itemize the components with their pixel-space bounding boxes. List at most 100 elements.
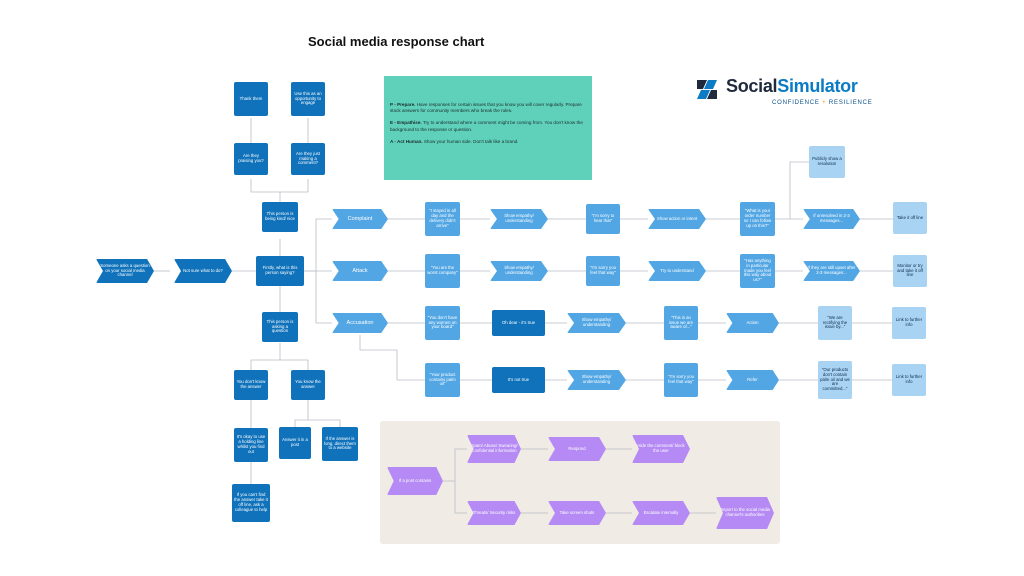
- pea-prepare-label: P - Prepare.: [390, 102, 416, 107]
- praising-node: Are they praising you?: [234, 143, 268, 175]
- palm-oil-step-2-label: It's not true: [507, 376, 530, 382]
- dont-know-label: You don't know the answer: [236, 379, 266, 389]
- complaint-node: Complaint: [332, 209, 388, 229]
- spam-abuse-label: Spam/ Abuse/ Swearing/ Confidential info…: [470, 443, 518, 453]
- complaint-step-7-label: Take it off line: [896, 214, 924, 220]
- asking-question-node: This person is asking a question: [262, 312, 298, 342]
- complaint-step-6: If unresolved in 2-3 messages...: [803, 209, 860, 229]
- complaint-label: Complaint: [347, 215, 373, 222]
- complaint-step-6-label: If unresolved in 2-3 messages...: [813, 213, 850, 223]
- attack-step-2: Show empathy/ understanding: [490, 261, 548, 281]
- accusation-step-3: Show empathy/ understanding: [567, 313, 626, 333]
- thank-them-label: Thank them: [239, 95, 263, 101]
- attack-step-7: Monitor or try and take it off line: [893, 255, 927, 287]
- screenshots-label: Take screen shots: [559, 509, 595, 515]
- escalate-label: Escalate internally: [643, 509, 679, 515]
- palm-oil-step-5: Refer: [726, 370, 779, 390]
- palm-oil-step-3-label: Show empathy/ understanding: [581, 374, 612, 384]
- pea-act-human-label: A - Act Human.: [390, 138, 423, 144]
- accusation-step-7: Link to further info: [892, 307, 926, 339]
- pea-act-human-text: Show your human side. Don't talk like a …: [422, 138, 519, 144]
- know-answer-node: You know the answer: [291, 370, 325, 400]
- holding-line-node: It's okay to use a holding line whilst y…: [234, 428, 268, 462]
- screenshots-node: Take screen shots: [548, 501, 606, 525]
- pea-empathise-label: E - Empathise.: [390, 120, 422, 126]
- tag-plus: +: [822, 100, 827, 106]
- firstly-node: Firstly, what is this person saying?: [256, 256, 304, 286]
- just-comment-node: Are they just making a comment?: [291, 143, 325, 175]
- dont-know-node: You don't know the answer: [234, 370, 268, 400]
- post-contains-node: If a post contains: [387, 467, 443, 495]
- pea-prepare: P - Prepare. Have responses for certain …: [390, 102, 586, 114]
- accusation-label: Accusation: [346, 319, 374, 326]
- attack-step-7-label: Monitor or try and take it off line: [897, 262, 923, 278]
- start-question-node: Someone asks a question on your social m…: [96, 259, 154, 283]
- opportunity-node: Use this as an opportunity to engage: [291, 82, 325, 116]
- complaint-step-4: Show action or intent: [648, 209, 706, 229]
- pea-info-box: P - Prepare. Have responses for certain …: [384, 76, 592, 180]
- accusation-step-1-label: "You don't have any women on your board": [427, 314, 458, 330]
- know-answer-label: You know the answer: [295, 379, 321, 389]
- attack-step-5-label: "Has anything in particular made you fee…: [743, 257, 772, 283]
- attack-step-4: Try to understand: [648, 261, 706, 281]
- long-answer-node: If the answer is long, direct them to a …: [322, 427, 358, 461]
- cant-find-node: If you can't find the answer take it off…: [232, 484, 270, 522]
- attack-step-6-label: If they are still upset after 2-3 messag…: [807, 265, 856, 275]
- being-kind-node: This person is being kind/ nice: [262, 202, 298, 232]
- page-title: Social media response chart: [308, 34, 485, 49]
- being-kind-label: This person is being kind/ nice: [265, 211, 295, 221]
- report-node: Report to the social media channel's aut…: [716, 497, 774, 529]
- thank-them-node: Thank them: [234, 82, 268, 116]
- complaint-step-2-label: Show empathy/ understanding: [504, 213, 534, 223]
- attack-step-2-label: Show empathy/ understanding: [504, 265, 534, 275]
- attack-label: Attack: [352, 267, 368, 274]
- complaint-step-4-label: Show action or intent: [656, 215, 698, 221]
- palm-oil-step-7-label: Link to further info: [895, 374, 923, 384]
- complaint-public-resolution-label: Publicly show a resolution: [812, 156, 842, 166]
- logo-mark-icon: [697, 80, 717, 99]
- accusation-step-7-label: Link to further info: [895, 317, 923, 327]
- threats-label: Threats/ Security risks: [472, 509, 516, 515]
- opportunity-label: Use this as an opportunity to engage: [294, 90, 322, 106]
- firstly-label: Firstly, what is this person saying?: [262, 265, 298, 275]
- social-simulator-logo: SocialSimulator CONFIDENCE + RESILIENCE: [694, 74, 874, 114]
- post-contains-label: If a post contains: [398, 477, 432, 483]
- not-sure-label: Not sure what to do?: [183, 267, 223, 273]
- complaint-step-5-label: "What is your order number so I can foll…: [743, 208, 772, 228]
- attack-step-3-label: "I'm sorry you feel that way": [590, 265, 616, 275]
- spam-abuse-node: Spam/ Abuse/ Swearing/ Confidential info…: [467, 435, 521, 463]
- complaint-step-3-label: "I'm sorry to hear that": [591, 213, 615, 223]
- accusation-step-1: "You don't have any women on your board": [425, 306, 460, 340]
- respond-label: Respond: [568, 445, 586, 451]
- palm-oil-step-4: "I'm sorry you feel that way": [664, 363, 698, 397]
- complaint-step-1: "I stayed in all day and the delivery di…: [425, 202, 460, 236]
- complaint-step-1-label: "I stayed in all day and the delivery di…: [429, 208, 456, 228]
- report-label: Report to the social media channel's aut…: [720, 507, 770, 517]
- accusation-step-4: "This is an issue we are aware of...": [664, 306, 698, 340]
- accusation-step-5: Action: [726, 313, 779, 333]
- praising-label: Are they praising you?: [238, 153, 264, 163]
- just-comment-label: Are they just making a comment?: [296, 150, 320, 166]
- attack-step-4-label: Try to understand: [660, 267, 694, 273]
- long-answer-label: If the answer is long, direct them to a …: [324, 435, 356, 451]
- respond-node: Respond: [548, 437, 606, 461]
- palm-oil-step-3: Show empathy/ understanding: [567, 370, 626, 390]
- not-sure-node: Not sure what to do?: [174, 259, 232, 283]
- palm-oil-step-6-label: "Our products don't contain palm oil and…: [820, 366, 850, 392]
- accusation-node: Accusation: [332, 313, 388, 333]
- attack-step-1-label: "You are the worst company": [427, 265, 458, 275]
- threats-node: Threats/ Security risks: [467, 501, 521, 525]
- start-question-label: Someone asks a question on your social m…: [100, 262, 150, 278]
- attack-step-6: If they are still upset after 2-3 messag…: [803, 261, 860, 281]
- complaint-step-2: Show empathy/ understanding: [490, 209, 548, 229]
- asking-question-label: This person is asking a question: [266, 318, 294, 334]
- logo-word-simulator: Simulator: [777, 76, 858, 96]
- accusation-step-2: Oh dear - it's true: [492, 310, 545, 336]
- accusation-step-6: "We are rectifying the issue by...": [818, 306, 852, 340]
- accusation-step-4-label: "This is an issue we are aware of...": [668, 314, 694, 330]
- tag-resilience: RESILIENCE: [828, 100, 873, 106]
- palm-oil-step-4-label: "I'm sorry you feel that way": [668, 374, 694, 384]
- answer-post-label: Answer it in a post: [282, 437, 308, 447]
- hide-block-node: Hide the comment/ block the user: [632, 435, 690, 463]
